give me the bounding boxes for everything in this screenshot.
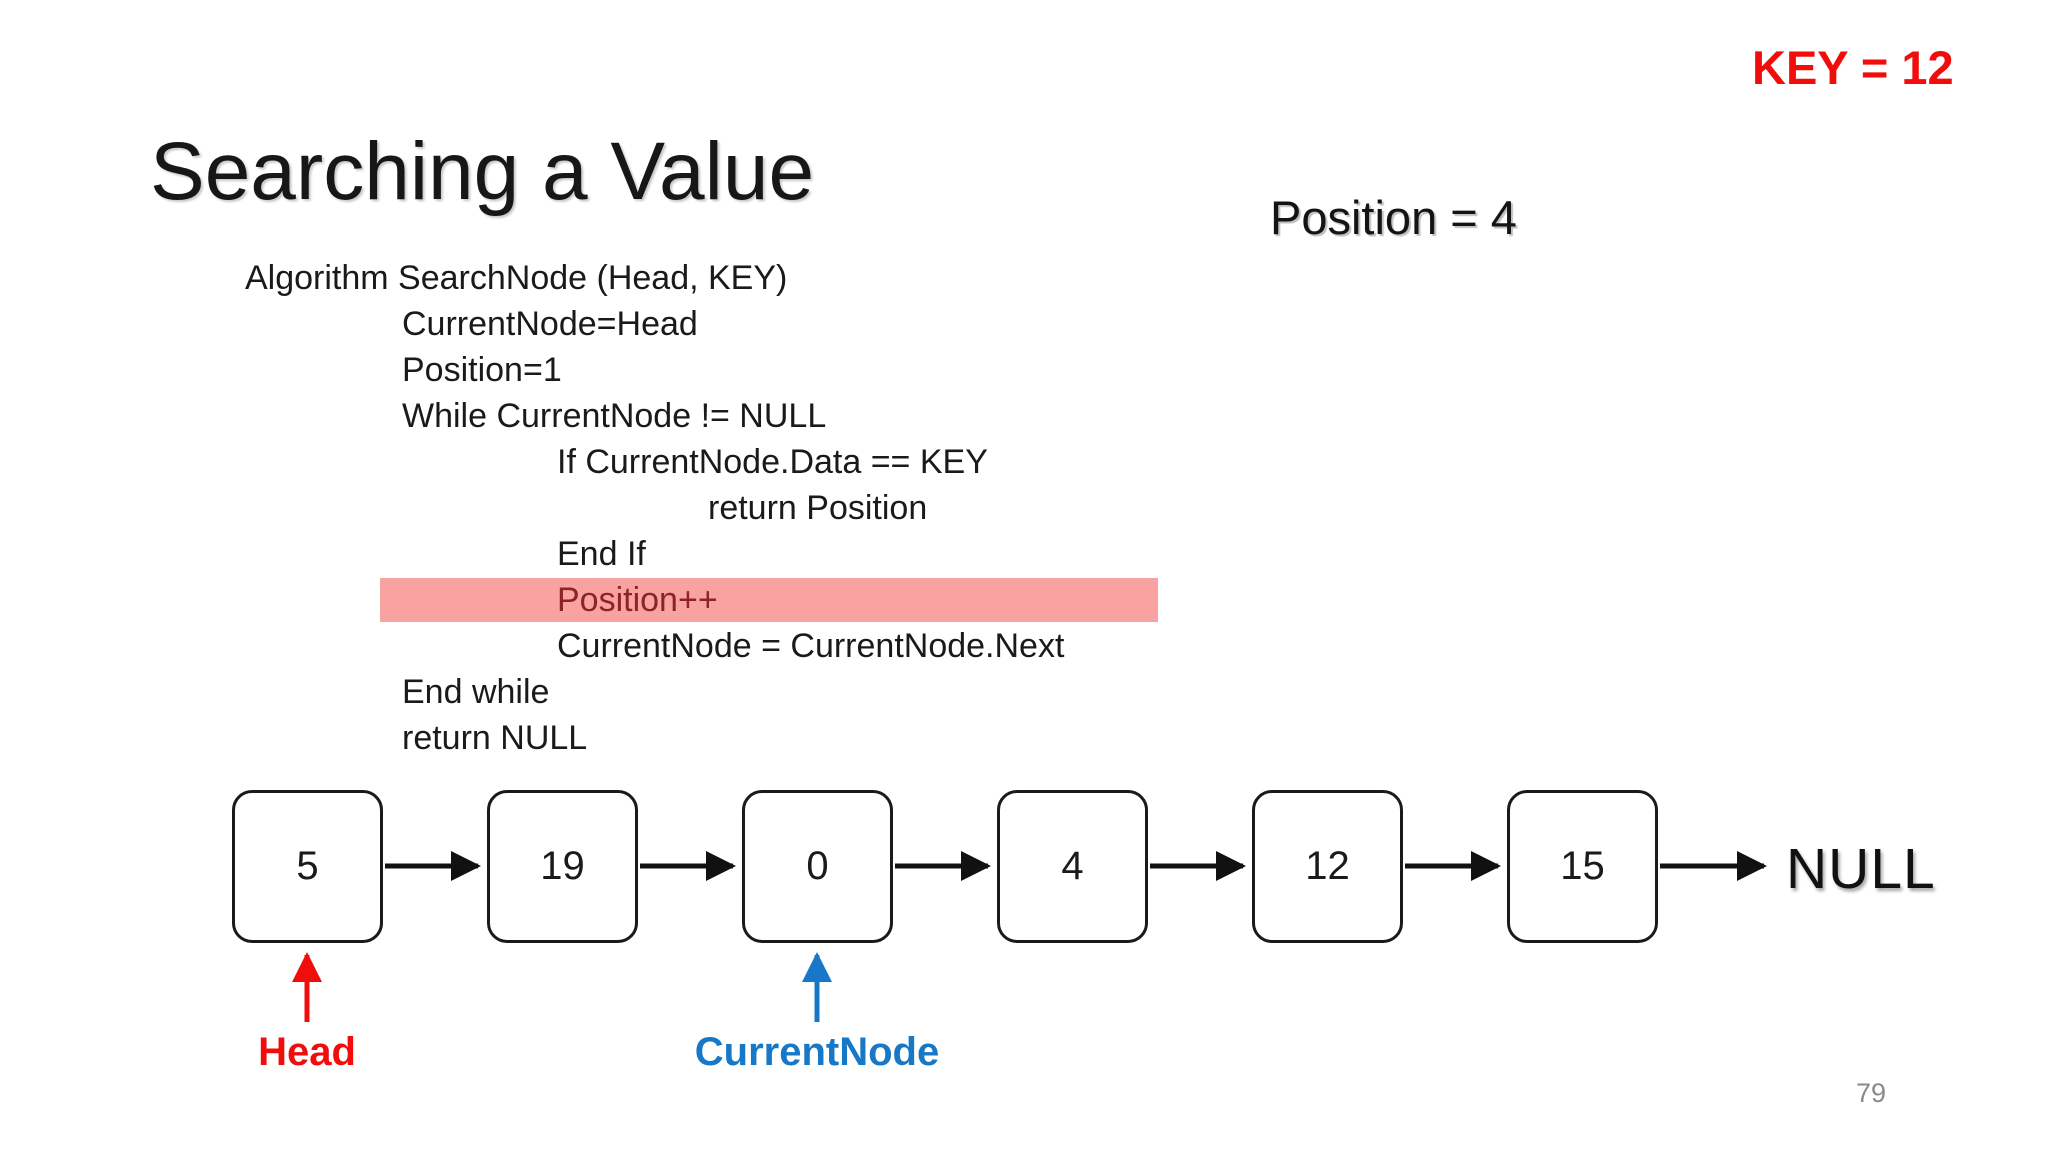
code-line-return-null: return NULL bbox=[402, 719, 588, 757]
list-node-4: 4 bbox=[997, 790, 1148, 943]
position-value-label: Position = 4 bbox=[1270, 191, 1517, 244]
pseudocode-block: Algorithm SearchNode (Head, KEY) Current… bbox=[245, 255, 1158, 761]
code-line-end-while: End while bbox=[402, 673, 550, 711]
node-value: 19 bbox=[540, 844, 585, 888]
head-pointer-label: Head bbox=[258, 1030, 356, 1074]
highlight-rect bbox=[380, 578, 1158, 622]
code-line-if: If CurrentNode.Data == KEY bbox=[557, 443, 988, 481]
list-node-5: 12 bbox=[1252, 790, 1403, 943]
key-value-label: KEY = 12 bbox=[1752, 41, 1954, 94]
page-title: Searching a Value bbox=[150, 126, 815, 217]
list-node-6: 15 bbox=[1507, 790, 1658, 943]
code-line-end-if: End If bbox=[557, 535, 646, 573]
node-value: 12 bbox=[1305, 844, 1350, 888]
list-node-3: 0 bbox=[742, 790, 893, 943]
null-terminator-label: NULL bbox=[1786, 837, 1936, 901]
code-line-return-position: return Position bbox=[708, 489, 928, 527]
list-node-2: 19 bbox=[487, 790, 638, 943]
code-line-algorithm: Algorithm SearchNode (Head, KEY) bbox=[245, 259, 788, 297]
code-line-position-increment: Position++ bbox=[557, 581, 718, 619]
node-value: 0 bbox=[806, 844, 829, 888]
code-line-currentnode-head: CurrentNode=Head bbox=[402, 305, 698, 343]
node-value: 4 bbox=[1061, 844, 1084, 888]
page-number: 79 bbox=[1856, 1078, 1887, 1108]
currentnode-pointer-label: CurrentNode bbox=[694, 1030, 940, 1074]
code-line-position-init: Position=1 bbox=[402, 351, 562, 389]
code-line-currentnode-next: CurrentNode = CurrentNode.Next bbox=[557, 627, 1065, 665]
node-value: 15 bbox=[1560, 844, 1605, 888]
code-line-while: While CurrentNode != NULL bbox=[402, 397, 827, 435]
node-value: 5 bbox=[296, 844, 319, 888]
list-node-1: 5 bbox=[232, 790, 383, 943]
